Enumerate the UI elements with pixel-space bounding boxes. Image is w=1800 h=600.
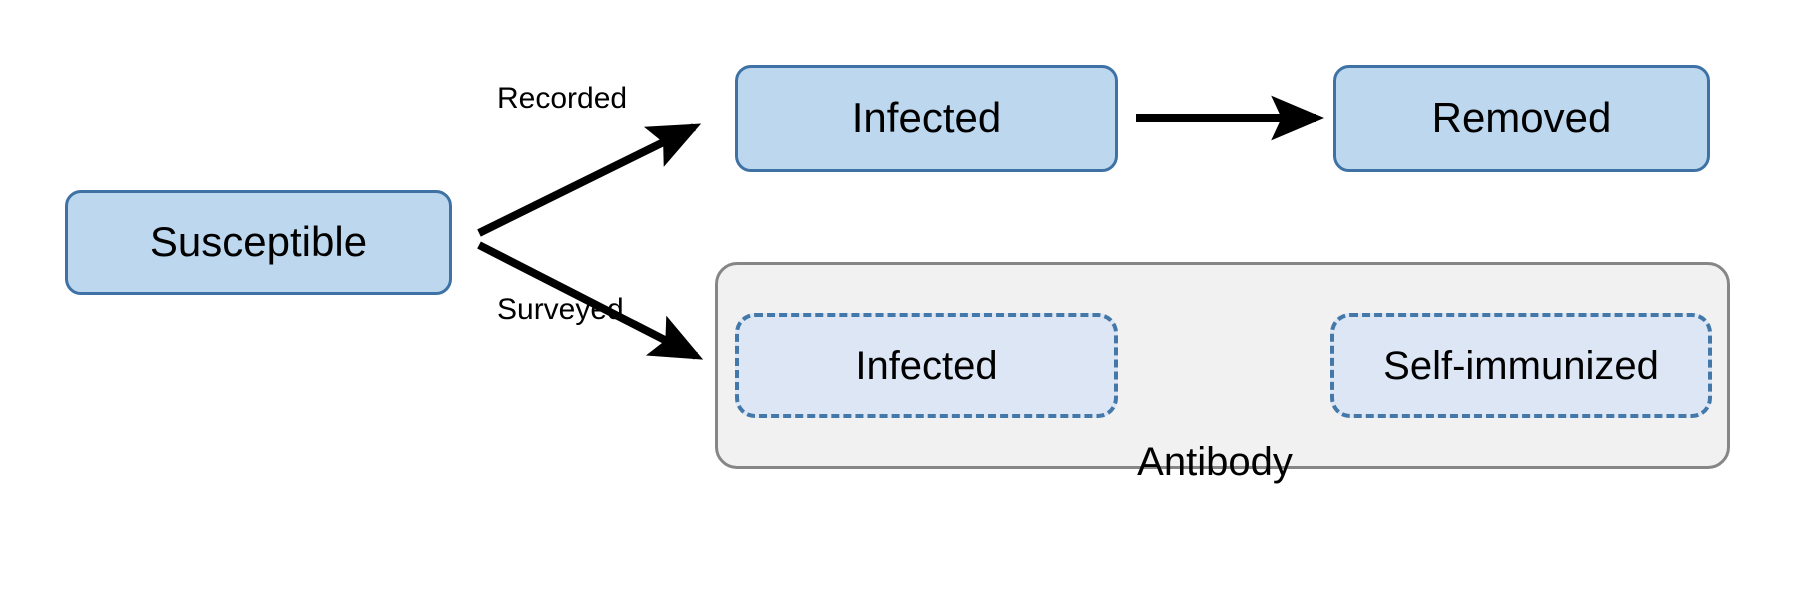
edge-label-recorded: Recorded <box>497 82 628 115</box>
node-infected-surveyed[interactable]: Infected <box>735 313 1118 418</box>
node-removed-label: Removed <box>1431 94 1612 142</box>
arrow-up-right-icon <box>477 123 702 237</box>
antibody-group-caption: Antibody <box>1137 440 1293 484</box>
node-removed[interactable]: Removed <box>1333 65 1710 172</box>
node-self-immunized-label: Self-immunized <box>1383 343 1659 388</box>
node-infected-recorded-label: Infected <box>851 94 1002 142</box>
node-infected-recorded[interactable]: Infected <box>735 65 1118 172</box>
node-susceptible-label: Susceptible <box>149 218 368 266</box>
node-infected-surveyed-label: Infected <box>855 343 998 388</box>
node-susceptible[interactable]: Susceptible <box>65 190 452 295</box>
node-self-immunized[interactable]: Self-immunized <box>1330 313 1712 418</box>
edge-label-surveyed: Surveyed <box>497 293 624 326</box>
